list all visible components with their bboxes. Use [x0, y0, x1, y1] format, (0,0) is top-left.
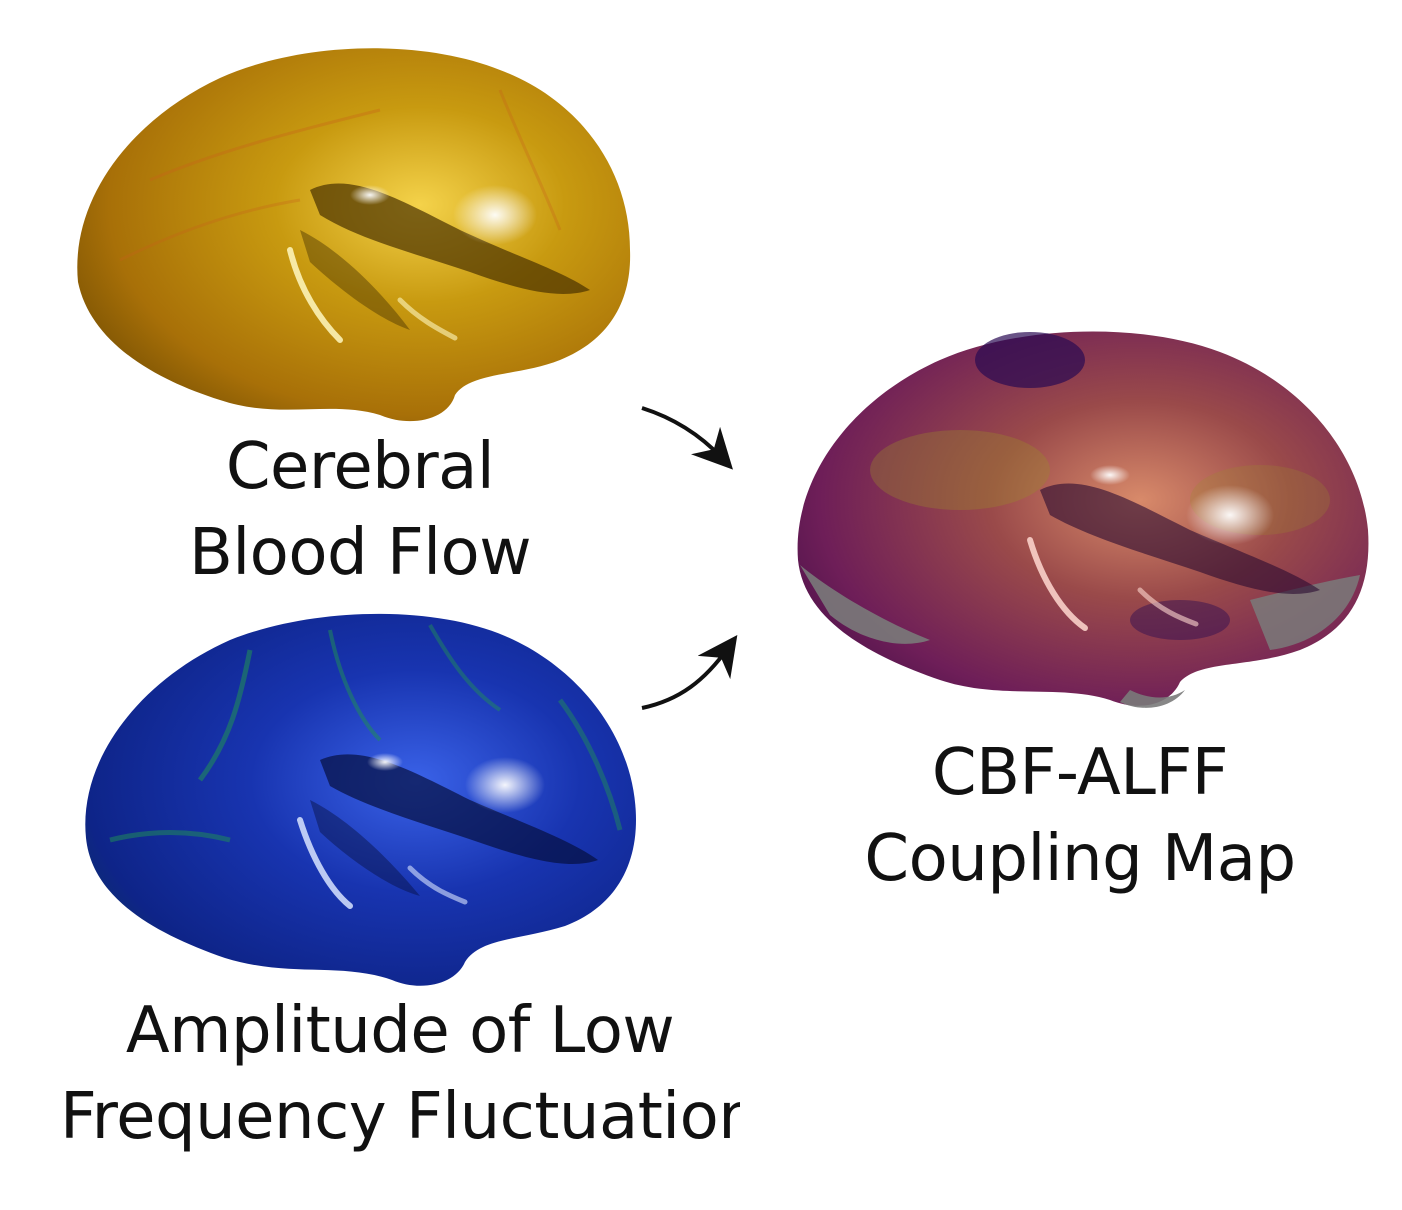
alff-label: Amplitude of Low Frequency Fluctuations [60, 988, 740, 1160]
cbf-label: Cerebral Blood Flow [100, 424, 620, 596]
coupling-label: CBF-ALFF Coupling Map [820, 730, 1340, 902]
arrow-alff-to-coupling [641, 635, 738, 710]
cbf-label-line1: Cerebral [225, 430, 495, 504]
alff-label-line2: Frequency Fluctuations [60, 1080, 740, 1154]
cbf-brain-surface [77, 48, 631, 422]
alff-brain-surface [85, 613, 636, 986]
coupling-brain-surface [797, 331, 1369, 708]
alff-label-line1: Amplitude of Low [125, 994, 675, 1068]
coupling-label-line2: Coupling Map [864, 822, 1296, 896]
arrow-cbf-to-coupling [641, 406, 733, 470]
coupling-label-line1: CBF-ALFF [931, 736, 1229, 810]
cbf-label-line2: Blood Flow [188, 516, 532, 590]
